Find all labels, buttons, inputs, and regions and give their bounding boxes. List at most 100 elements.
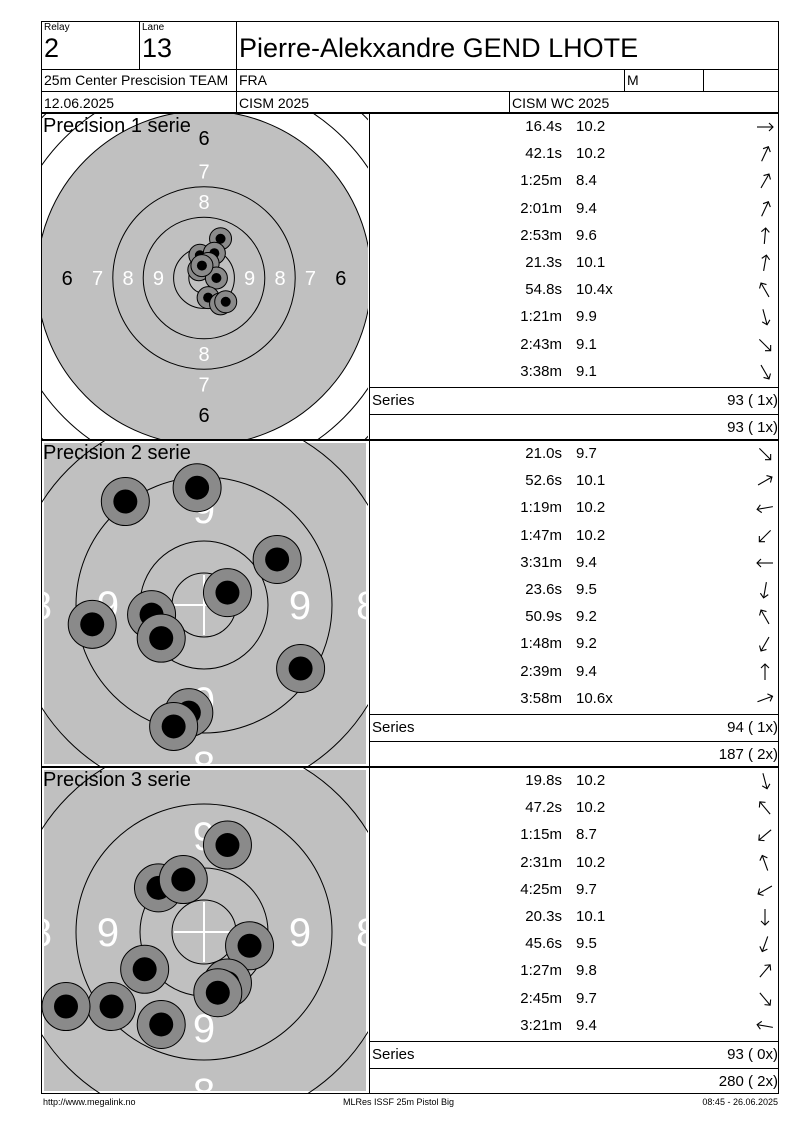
shot-center [80,612,105,637]
running-total-row: 280 ( 2x) [370,1068,778,1093]
series-total: 94 ( 1x) [727,719,778,736]
direction-arrow-icon [756,558,773,568]
ring-number: 9 [193,1007,215,1051]
shot-score: 8.4 [576,172,597,190]
running-total: 187 ( 2x) [718,746,778,763]
shot-score: 9.7 [576,989,597,1007]
shot-time: 20.3s [525,908,562,925]
shot-center [205,980,230,1005]
shot-time: 4:25m [520,880,562,898]
shot-score: 9.9 [576,308,597,326]
ring-number: 6 [62,268,73,290]
direction-arrow-icon [760,173,771,189]
direction-arrow-icon [757,122,774,132]
ring-number: 9 [289,911,311,955]
shot-time: 2:53m [520,226,562,244]
direction-arrow-icon [757,693,774,703]
shot-center [237,933,262,958]
shot-score: 9.1 [576,362,597,380]
series-total: 93 ( 1x) [727,392,778,409]
shot-time: 42.1s [525,145,562,163]
shot-time: 2:01m [520,199,562,217]
shot-time: 3:31m [520,553,562,571]
shot-score: 9.5 [576,935,597,953]
footer-url[interactable]: http://www.megalink.no [43,1097,136,1107]
shot-time: 3:21m [520,1016,562,1034]
ring-number: 6 [335,268,346,290]
direction-arrow-icon [756,1020,773,1030]
ring-number: 9 [244,268,255,290]
athlete-name: Pierre-Alekxandre GEND LHOTE [239,33,639,63]
shot-center [220,296,231,307]
shot-score: 9.4 [576,662,597,680]
competition: CISM 2025 [239,95,310,111]
shot-time: 3:38m [520,362,562,380]
shot-row: 52.6s 10.1 [370,468,778,495]
ring-number: 8 [42,584,52,628]
shot-time: 21.0s [525,445,562,462]
shot-time: 50.9s [525,608,562,626]
shot-score: 10.1 [576,472,606,490]
direction-arrow-icon [759,282,770,298]
lane-label: Lane [142,22,165,33]
shot-score: 9.4 [576,1016,597,1034]
results-header: Relay 2 Lane 13 Pierre-Alekxandre GEND L… [41,21,779,114]
ring-number: 7 [198,374,209,396]
shot-center [265,547,290,572]
shot-score: 9.6 [576,226,597,244]
direction-arrow-icon [761,146,771,162]
direction-arrow-icon [758,447,772,461]
ring-number: 8 [356,911,368,955]
ring-number: 8 [193,1071,215,1093]
shot-time: 1:21m [520,308,562,326]
shot-center [132,957,157,982]
shot-score: 10.4x [576,281,613,299]
nation: FRA [239,72,267,88]
series-label: Series [372,719,415,736]
series-block-2: 9998898Precision 2 serie21.0s9.752.6s10.… [41,440,779,767]
direction-arrow-icon [758,338,772,351]
direction-arrow-icon [759,854,769,871]
shot-score: 9.7 [576,445,597,462]
shot-time: 1:27m [520,962,562,980]
shot-score: 9.7 [576,880,597,898]
shot-time: 3:58m [520,689,562,707]
shot-center [149,626,174,651]
direction-arrow-icon [761,227,770,244]
ring-number: 8 [193,744,215,766]
shot-time: 1:19m [520,499,562,517]
shot-score: 10.1 [576,254,606,271]
target-view: 9998898Precision 3 serie [42,768,368,1093]
footer-software: MLRes ISSF 25m Pistol Big [343,1097,455,1107]
direction-arrow-icon [757,885,773,896]
championship: CISM WC 2025 [512,95,610,111]
target-face: 9998898 [42,441,368,766]
shot-score: 10.2 [576,526,606,544]
direction-arrow-icon [758,801,771,815]
running-total: 280 ( 2x) [718,1073,778,1090]
series-label: Series [372,1046,415,1063]
shot-time: 1:48m [520,635,562,653]
shot-time: 23.6s [525,581,562,598]
gender: M [627,72,639,88]
shot-time: 52.6s [525,472,562,490]
ring-number: 7 [198,162,209,184]
shot-center [211,273,222,283]
shot-time: 54.8s [525,281,562,299]
